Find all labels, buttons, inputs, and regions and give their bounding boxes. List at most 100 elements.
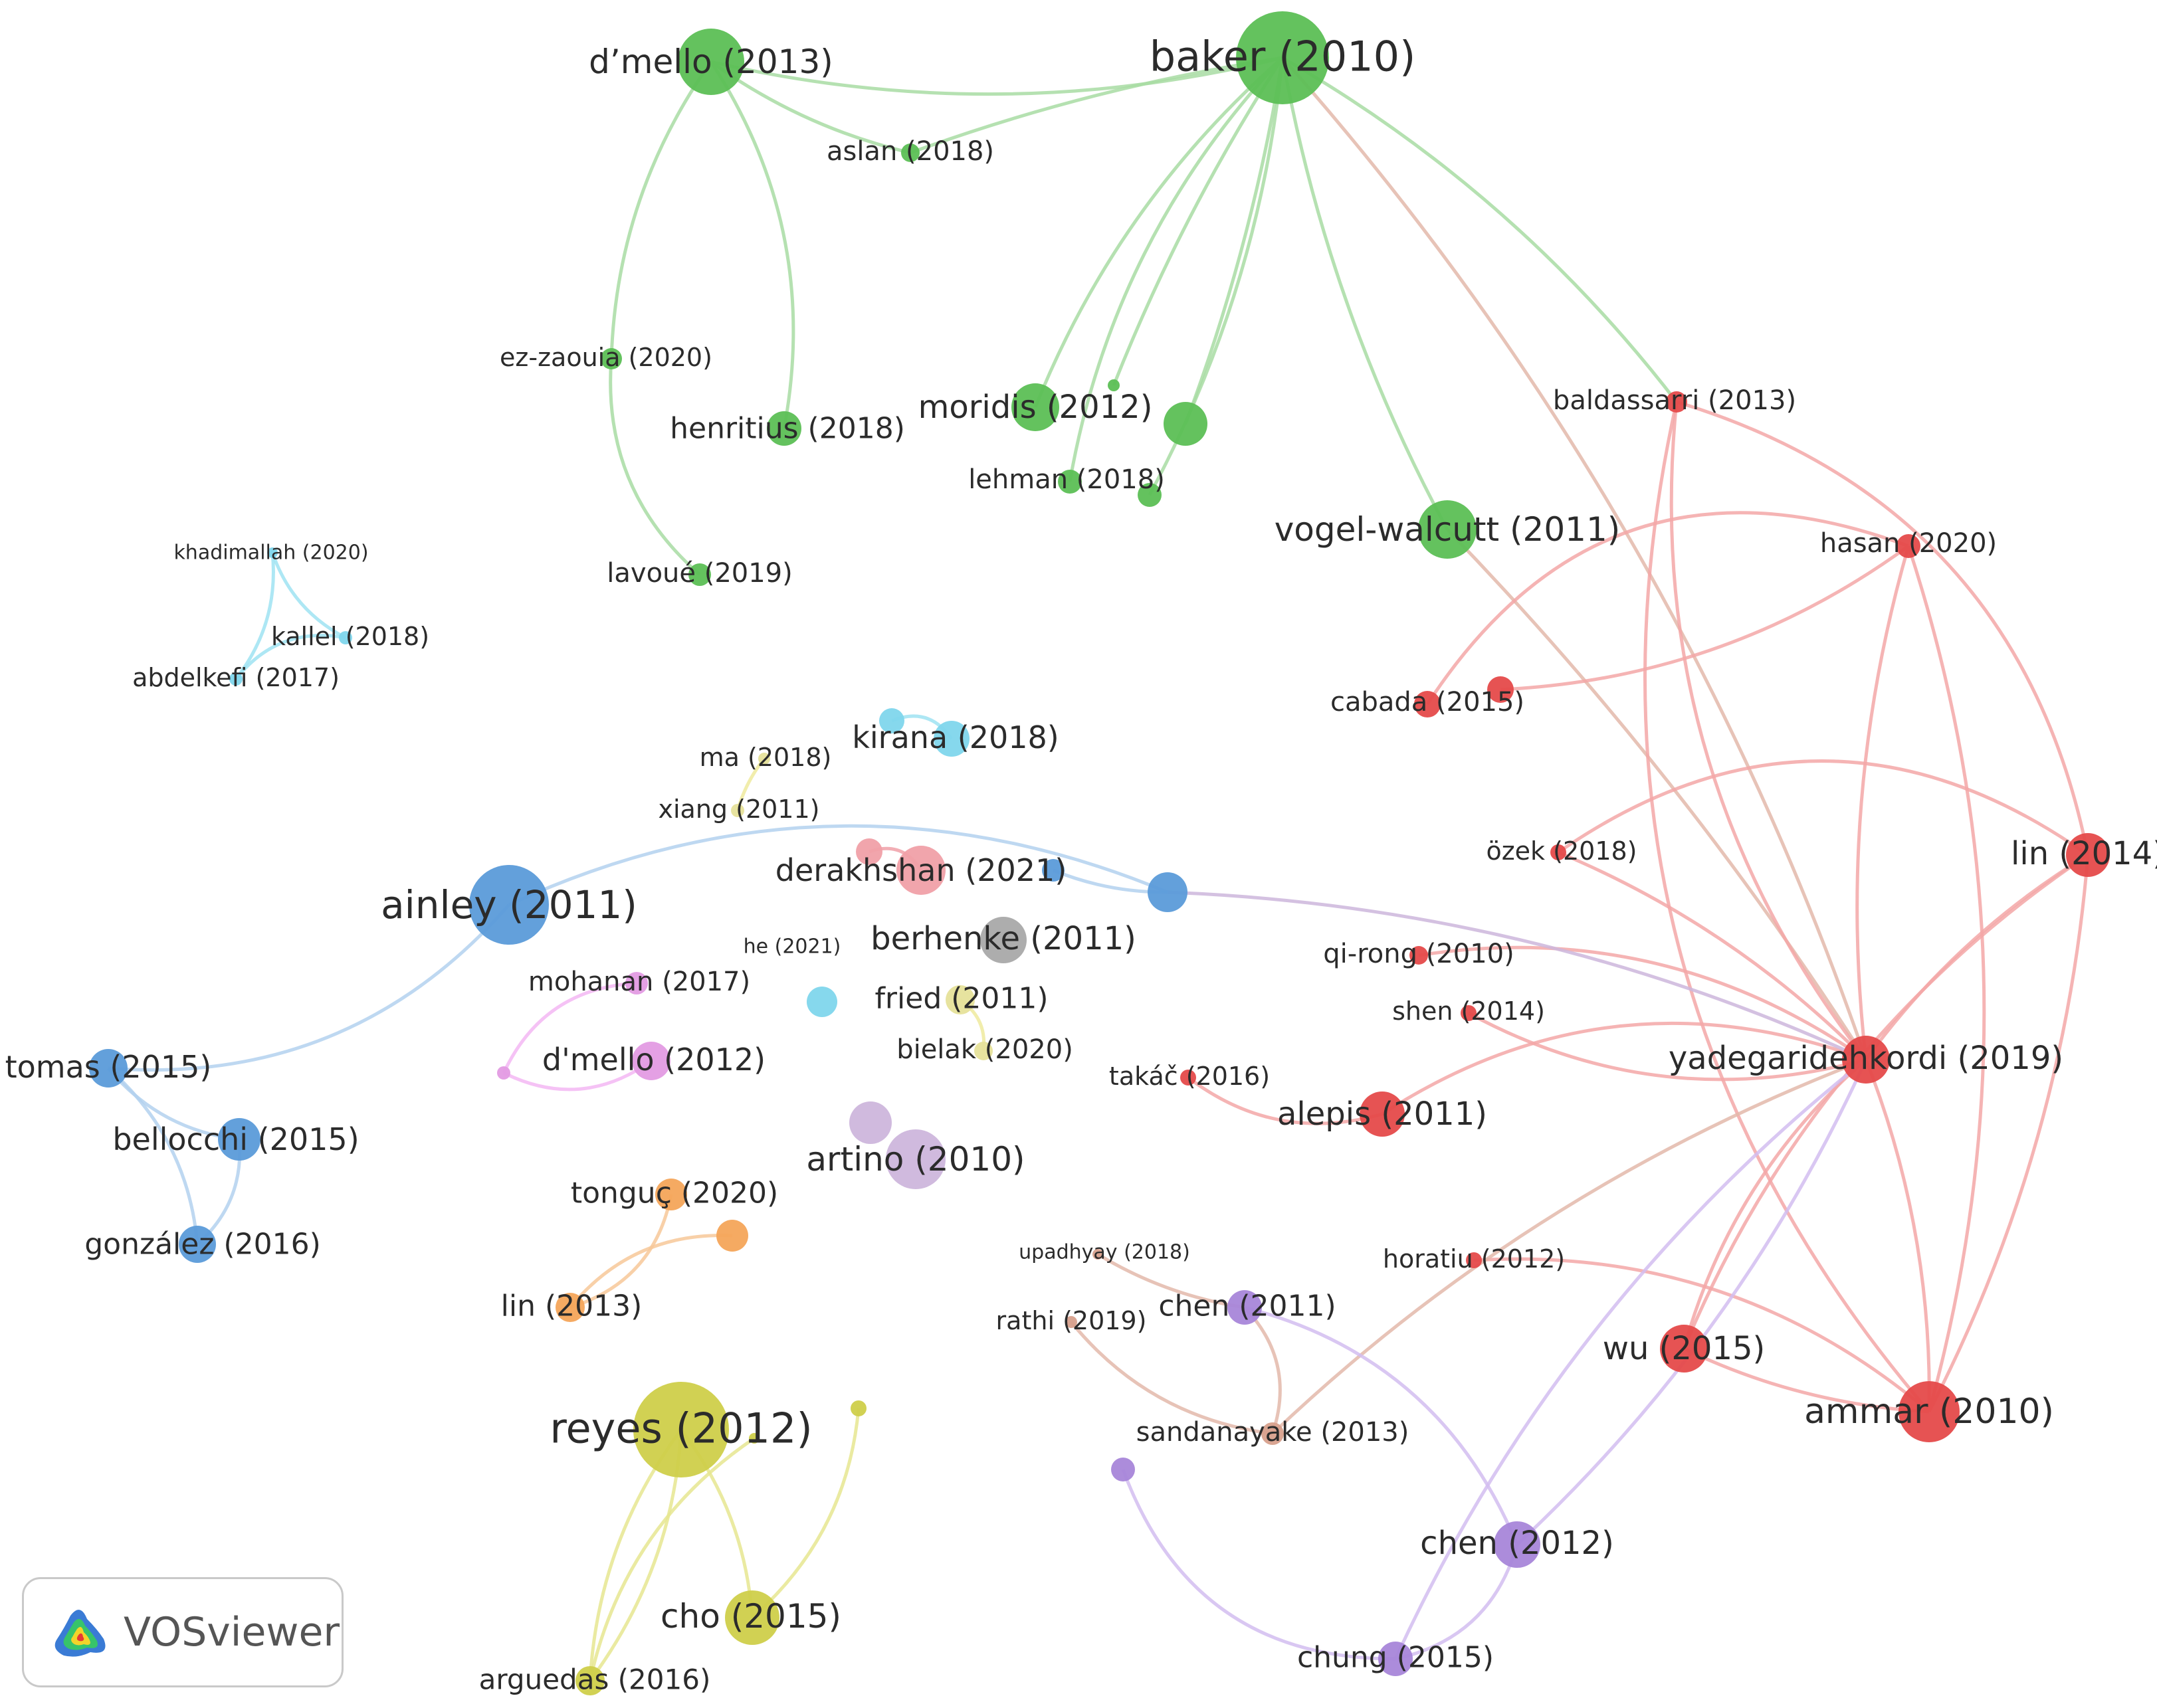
link-pu_small-chung2015 (1121, 1469, 1396, 1661)
node-takac2016[interactable] (1180, 1070, 1196, 1086)
node-label-henritius2018: henritius (2018) (670, 412, 905, 446)
node-l_small[interactable] (849, 1101, 892, 1144)
link-yadeg2019-chen2012 (1516, 1058, 1868, 1546)
node-b_der[interactable] (1042, 859, 1065, 882)
node-khadimallah2020[interactable] (267, 547, 278, 558)
node-bellocchi2015[interactable] (218, 1118, 260, 1161)
node-chen2011[interactable] (1227, 1290, 1262, 1325)
link-ezzaouia2020-lavoue2019 (609, 358, 701, 576)
node-p_der[interactable] (856, 838, 882, 865)
node-wu2015[interactable] (1660, 1325, 1708, 1373)
node-b_mid[interactable] (1148, 872, 1187, 912)
node-label-dmello2013: d’mello (2013) (589, 43, 833, 81)
node-label-dmello2012: d'mello (2012) (542, 1042, 766, 1078)
node-g_small2[interactable] (1138, 483, 1162, 507)
node-ainley2011[interactable] (469, 865, 549, 945)
node-upadhyay2018[interactable] (1092, 1249, 1103, 1260)
node-lavoue2019[interactable] (688, 563, 711, 586)
node-hasan2020[interactable] (1897, 534, 1920, 558)
node-mohanan2017[interactable] (625, 972, 648, 995)
node-pu_small[interactable] (1111, 1458, 1135, 1481)
node-bielak2020[interactable] (974, 1042, 993, 1060)
node-fried2011[interactable] (946, 985, 975, 1014)
node-aslan2018[interactable] (901, 143, 920, 162)
link-qirong2010-yadeg2019 (1418, 945, 1867, 1062)
link-yadeg2019-ammar2010 (1864, 1059, 1931, 1412)
link-khadimallah2020-kallel2018 (270, 552, 347, 640)
link-baker2010-vogel2011 (1281, 57, 1449, 531)
link-lin2014-ammar2010 (1927, 854, 2090, 1413)
node-label-bielak2020: bielak (2020) (896, 1034, 1073, 1065)
node-yadeg2019[interactable] (1842, 1036, 1890, 1084)
node-layer (89, 11, 2110, 1695)
node-label-shen2014: shen (2014) (1392, 996, 1545, 1026)
link-m_small-dmello2012 (502, 1059, 653, 1091)
node-vogel2011[interactable] (1418, 500, 1477, 559)
link-ainley2011-tomas2015 (108, 903, 510, 1072)
node-qirong2010[interactable] (1409, 946, 1428, 965)
node-chung2015[interactable] (1378, 1642, 1413, 1676)
node-ezzaouia2020[interactable] (601, 348, 622, 369)
node-he2021[interactable] (807, 987, 837, 1017)
node-tonguc2020[interactable] (655, 1179, 687, 1210)
link-hasan2020-cabada2015 (1425, 511, 1909, 706)
link-lin2014-yadeg2019 (1864, 853, 2089, 1061)
node-shen2014[interactable] (1461, 1005, 1477, 1021)
node-artino2010[interactable] (886, 1129, 946, 1189)
link-rathi2019-sandanayake2013 (1070, 1321, 1273, 1436)
node-label-gonzalez2016: gonzález (2016) (84, 1228, 320, 1262)
node-lin2013[interactable] (556, 1293, 585, 1322)
node-o_small[interactable] (716, 1220, 748, 1252)
node-xiang2011[interactable] (731, 804, 744, 817)
node-cabada2015[interactable] (1414, 691, 1441, 717)
node-reyes2012[interactable] (633, 1382, 729, 1477)
link-kallel2018-abdelkefi2017 (235, 634, 346, 680)
node-g_small[interactable] (1108, 379, 1120, 391)
node-y_small[interactable] (851, 1400, 867, 1416)
node-label-derakhshan2021: derakhshan (2021) (775, 852, 1067, 888)
node-abdelkefi2017[interactable] (229, 672, 243, 686)
node-moridis2012[interactable] (1011, 383, 1059, 431)
node-chen2012[interactable] (1494, 1521, 1540, 1568)
node-dmello2012[interactable] (632, 1042, 670, 1080)
node-label-kallel2018: kallel (2018) (271, 622, 429, 651)
node-rathi2019[interactable] (1065, 1316, 1077, 1328)
vosviewer-badge[interactable]: VOSviewer (22, 1577, 344, 1687)
node-sandanayake2013[interactable] (1261, 1422, 1284, 1445)
node-baldassarri2013[interactable] (1666, 391, 1687, 413)
node-ammar2010[interactable] (1899, 1381, 1960, 1442)
node-g_mid[interactable] (1164, 402, 1207, 446)
node-label-ozek2018: özek (2018) (1486, 836, 1637, 866)
node-c_kir[interactable] (879, 708, 904, 733)
node-label-khadimallah2020: khadimallah (2020) (173, 541, 368, 565)
node-ozek2018[interactable] (1550, 844, 1566, 860)
node-horatiu2012[interactable] (1466, 1252, 1482, 1268)
node-henritius2018[interactable] (767, 411, 801, 446)
node-label-chung2015: chung (2015) (1297, 1641, 1494, 1675)
node-tomas2015[interactable] (89, 1049, 128, 1088)
node-lehman2018[interactable] (1058, 470, 1082, 494)
node-label-hasan2020: hasan (2020) (1820, 528, 1997, 559)
node-label-tomas2015: tomas (2015) (5, 1049, 212, 1085)
node-label-artino2010: artino (2010) (806, 1140, 1025, 1179)
node-kirana2018[interactable] (934, 721, 970, 757)
node-baker2010[interactable] (1236, 11, 1329, 104)
link-shen2014-yadeg2019 (1467, 1011, 1867, 1082)
node-y_tiny[interactable] (749, 1433, 760, 1444)
node-cho2015[interactable] (725, 1590, 779, 1645)
node-berhenke2011[interactable] (980, 917, 1027, 963)
node-arguedas2016[interactable] (575, 1666, 605, 1695)
link-yadeg2019-chung2015 (1393, 1058, 1867, 1660)
node-label-cabada2015: cabada (2015) (1330, 687, 1524, 717)
node-ma2018[interactable] (758, 753, 770, 765)
node-alepis2011[interactable] (1360, 1091, 1405, 1137)
link-lin2014-wu2015 (1682, 853, 2089, 1349)
node-lin2014[interactable] (2066, 833, 2110, 877)
node-dmello2013[interactable] (678, 29, 744, 95)
node-m_small[interactable] (497, 1066, 510, 1080)
node-derakhshan2021[interactable] (896, 846, 946, 895)
node-label-alepis2011: alepis (2011) (1277, 1095, 1487, 1133)
node-gonzalez2016[interactable] (179, 1226, 216, 1263)
node-kallel2018[interactable] (339, 631, 352, 644)
node-r_cab2[interactable] (1487, 676, 1514, 703)
